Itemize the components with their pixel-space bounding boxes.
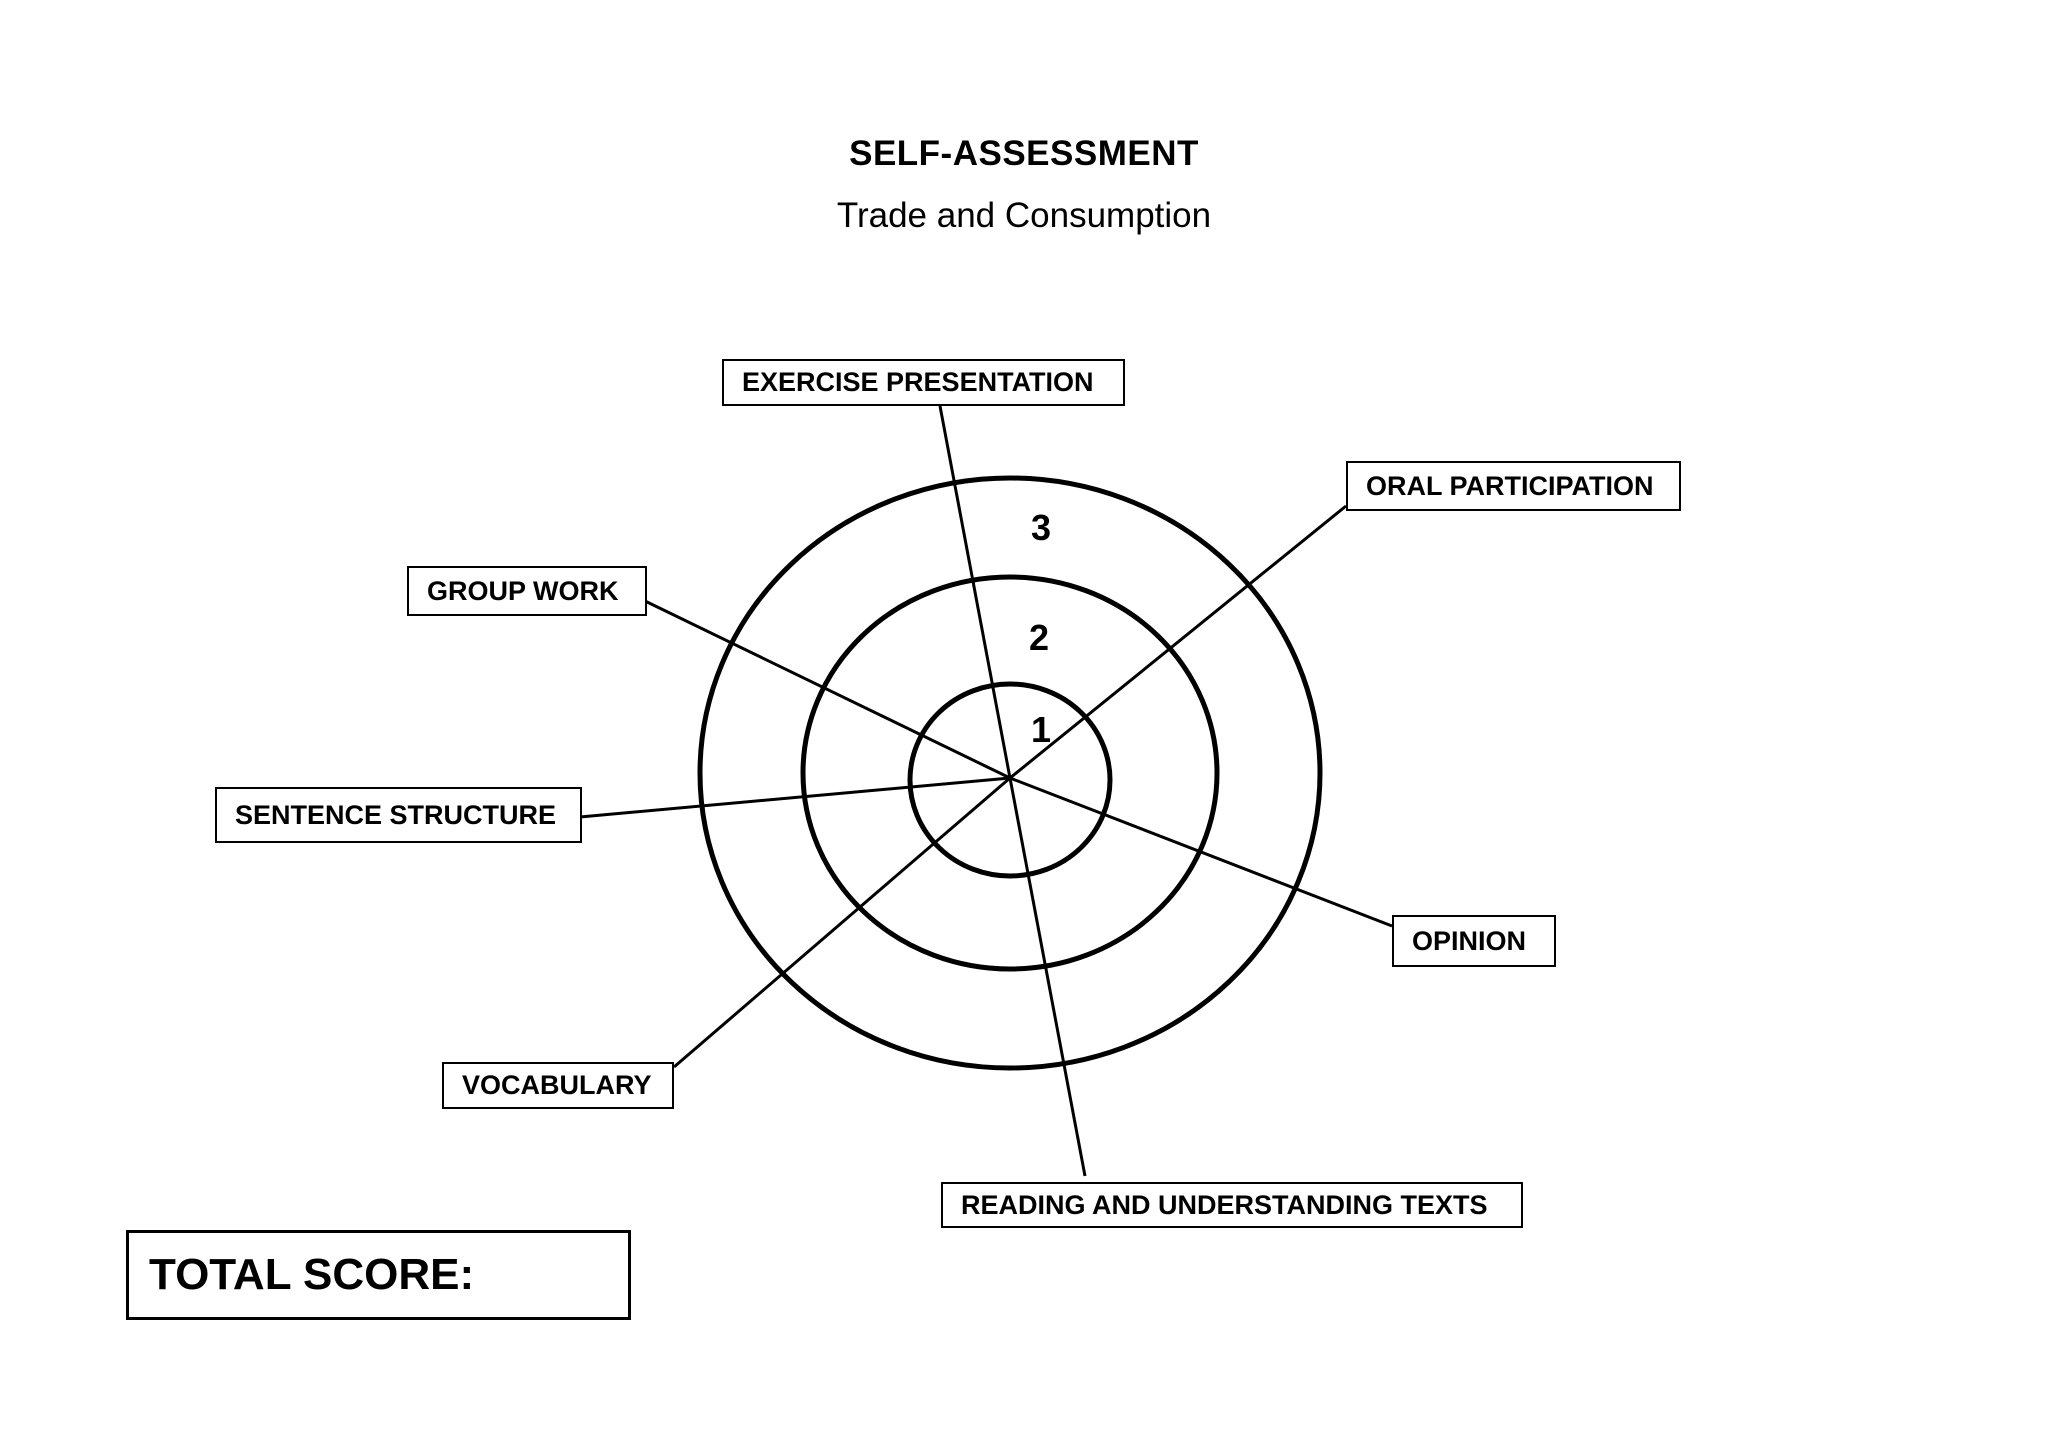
- axis-label-opinion: OPINION: [1392, 915, 1556, 967]
- axis-line-oral-participation: [1009, 504, 1347, 780]
- axis-label-oral-participation: ORAL PARTICIPATION: [1346, 461, 1681, 511]
- axis-line-group-work: [644, 599, 1011, 780]
- middle-ring: [800, 574, 1220, 972]
- outer-ring: [697, 475, 1323, 1071]
- axis-line-reading-and-understanding-texts: [1008, 777, 1087, 1177]
- axis-label-sentence-structure: SENTENCE STRUCTURE: [215, 787, 582, 843]
- ring-label-1: 1: [1031, 709, 1052, 750]
- page-title: SELF-ASSESSMENT: [849, 134, 1199, 173]
- axis-label-exercise-presentation: EXERCISE PRESENTATION: [722, 359, 1125, 406]
- axis-line-sentence-structure: [579, 776, 1011, 819]
- axis-line-vocabulary: [673, 776, 1011, 1069]
- total-score-label: TOTAL SCORE:: [149, 1250, 475, 1299]
- axis-label-group-work: GROUP WORK: [407, 566, 647, 616]
- axis-label-vocabulary: VOCABULARY: [442, 1062, 674, 1109]
- axis-label-reading-and-understanding-texts: READING AND UNDERSTANDING TEXTS: [941, 1182, 1523, 1228]
- axis-line-opinion: [1009, 776, 1393, 928]
- page-subtitle: Trade and Consumption: [836, 196, 1212, 235]
- axis-line-exercise-presentation: [938, 405, 1012, 779]
- ring-label-3: 3: [1031, 507, 1052, 548]
- ring-label-2: 2: [1029, 617, 1050, 658]
- total-score-box: TOTAL SCORE:: [126, 1230, 631, 1320]
- inner-ring: [907, 681, 1113, 879]
